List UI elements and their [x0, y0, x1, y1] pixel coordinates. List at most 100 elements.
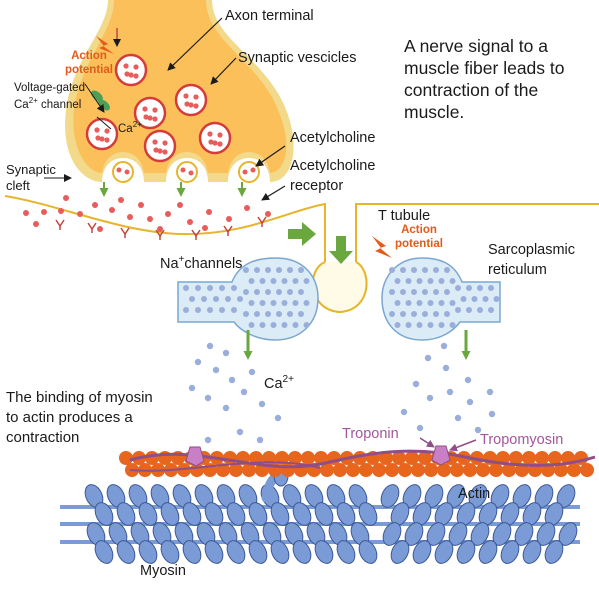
actin-monomer — [548, 451, 562, 465]
actin-monomer — [242, 463, 256, 477]
tropomyosin — [129, 449, 596, 469]
actin-monomer — [216, 463, 230, 477]
calcium-ion — [454, 414, 462, 422]
signal-arrow — [329, 236, 353, 264]
calcium-ion — [411, 311, 417, 317]
acetylcholine-molecule — [58, 208, 64, 214]
calcium-ion — [466, 285, 472, 291]
myosin-head — [544, 540, 564, 564]
myosin-head — [182, 540, 202, 564]
actin-monomer — [515, 463, 529, 477]
calcium-ion — [400, 408, 408, 416]
calcium-ion — [449, 278, 456, 284]
t-tubule-label: T tubule — [378, 208, 431, 224]
calcium-ion — [195, 307, 201, 313]
acetylcholine-receptor — [120, 227, 130, 238]
calcium-ion — [416, 322, 423, 328]
myosin-head — [434, 540, 454, 564]
calcium-ion — [248, 300, 255, 306]
calcium-ion — [287, 311, 293, 317]
calcium-ion — [438, 278, 445, 284]
acetylcholine-molecule — [63, 195, 69, 201]
calcium-ion — [477, 307, 483, 313]
lightning-icon — [372, 236, 392, 258]
myosin-head — [292, 540, 312, 564]
myosin-head — [536, 522, 556, 546]
calcium-ion — [243, 267, 249, 273]
calcium-ion — [219, 307, 225, 313]
calcium-ion — [298, 311, 304, 317]
acetylcholine-label: Acetylcholine — [290, 130, 376, 146]
myosin-head — [116, 540, 136, 564]
leader-lines — [44, 17, 477, 452]
calcium-ion — [433, 311, 439, 317]
calcium-ion — [281, 278, 288, 284]
myosin-head — [94, 502, 114, 526]
calcium-ion — [276, 289, 282, 295]
calcium-ion — [231, 285, 237, 291]
calcium-ion — [422, 267, 428, 273]
synaptic-vesicles-label: Synaptic vescicles — [238, 50, 357, 66]
calcium-ion — [231, 307, 237, 313]
myosin-head — [226, 540, 246, 564]
calcium-ion — [444, 267, 450, 273]
signal-arrow — [288, 222, 316, 246]
sarcoplasmic-reticulum-label: Sarcoplasmic reticulum — [488, 242, 576, 278]
calcium-ion — [424, 354, 432, 362]
calcium-stored — [183, 267, 500, 328]
synaptic-vesicle — [143, 129, 177, 163]
calcium-ion — [298, 267, 304, 273]
calcium-ion — [213, 296, 219, 302]
actin-monomer — [333, 463, 347, 477]
calcium-ion — [265, 311, 271, 317]
lightning-icon — [96, 36, 114, 54]
calcium-ion — [405, 322, 412, 328]
calcium-ion — [422, 311, 428, 317]
calcium-ion — [474, 426, 482, 434]
calcium-ion — [292, 300, 299, 306]
acetylcholine-receptor — [55, 219, 65, 230]
actin-monomer — [535, 451, 549, 465]
calcium-ion — [488, 307, 494, 313]
myosin-head — [204, 502, 224, 526]
myosin-head — [500, 540, 520, 564]
acetylcholine-receptor — [191, 229, 201, 240]
acetylcholine-molecule — [202, 225, 208, 231]
calcium-ion — [416, 278, 423, 284]
calcium-ion — [188, 384, 196, 392]
calcium-ion — [270, 278, 277, 284]
calcium-ion — [292, 278, 299, 284]
actin-monomer — [418, 451, 432, 465]
sarcoplasmic-reticulum-right — [381, 257, 501, 341]
actin-monomer — [281, 463, 295, 477]
calcium-ion — [195, 285, 201, 291]
calcium-ion — [248, 322, 255, 328]
myosin-head — [248, 540, 268, 564]
calcium-ion — [486, 388, 494, 396]
calcium-ion — [433, 267, 439, 273]
synaptic-vesicle — [198, 121, 232, 155]
calcium-ion — [444, 289, 450, 295]
actin-monomer — [314, 451, 328, 465]
acetylcholine-molecule — [165, 211, 171, 217]
calcium-ion — [258, 400, 266, 408]
myosin-head — [116, 502, 136, 526]
calcium-ion — [276, 311, 282, 317]
na-channels-label: Na+channels — [160, 254, 243, 272]
calcium-ion — [433, 289, 439, 295]
calcium-ion — [270, 322, 277, 328]
acetylcholine-molecule — [177, 202, 183, 208]
calcium-ion — [411, 289, 417, 295]
synaptic-vesicle — [114, 53, 148, 87]
t-tubule — [312, 262, 367, 312]
actin-monomer — [502, 463, 516, 477]
fusing-vesicle — [176, 161, 198, 183]
tropomyosin-label: Tropomyosin — [480, 432, 564, 448]
synaptic-cleft-label: Synaptic cleft — [6, 162, 56, 193]
calcium-ion — [444, 311, 450, 317]
calcium-ion — [270, 300, 277, 306]
calcium-ion — [237, 296, 243, 302]
actin-monomer — [509, 451, 523, 465]
calcium-ion — [204, 394, 212, 402]
calcium-ion — [455, 285, 461, 291]
